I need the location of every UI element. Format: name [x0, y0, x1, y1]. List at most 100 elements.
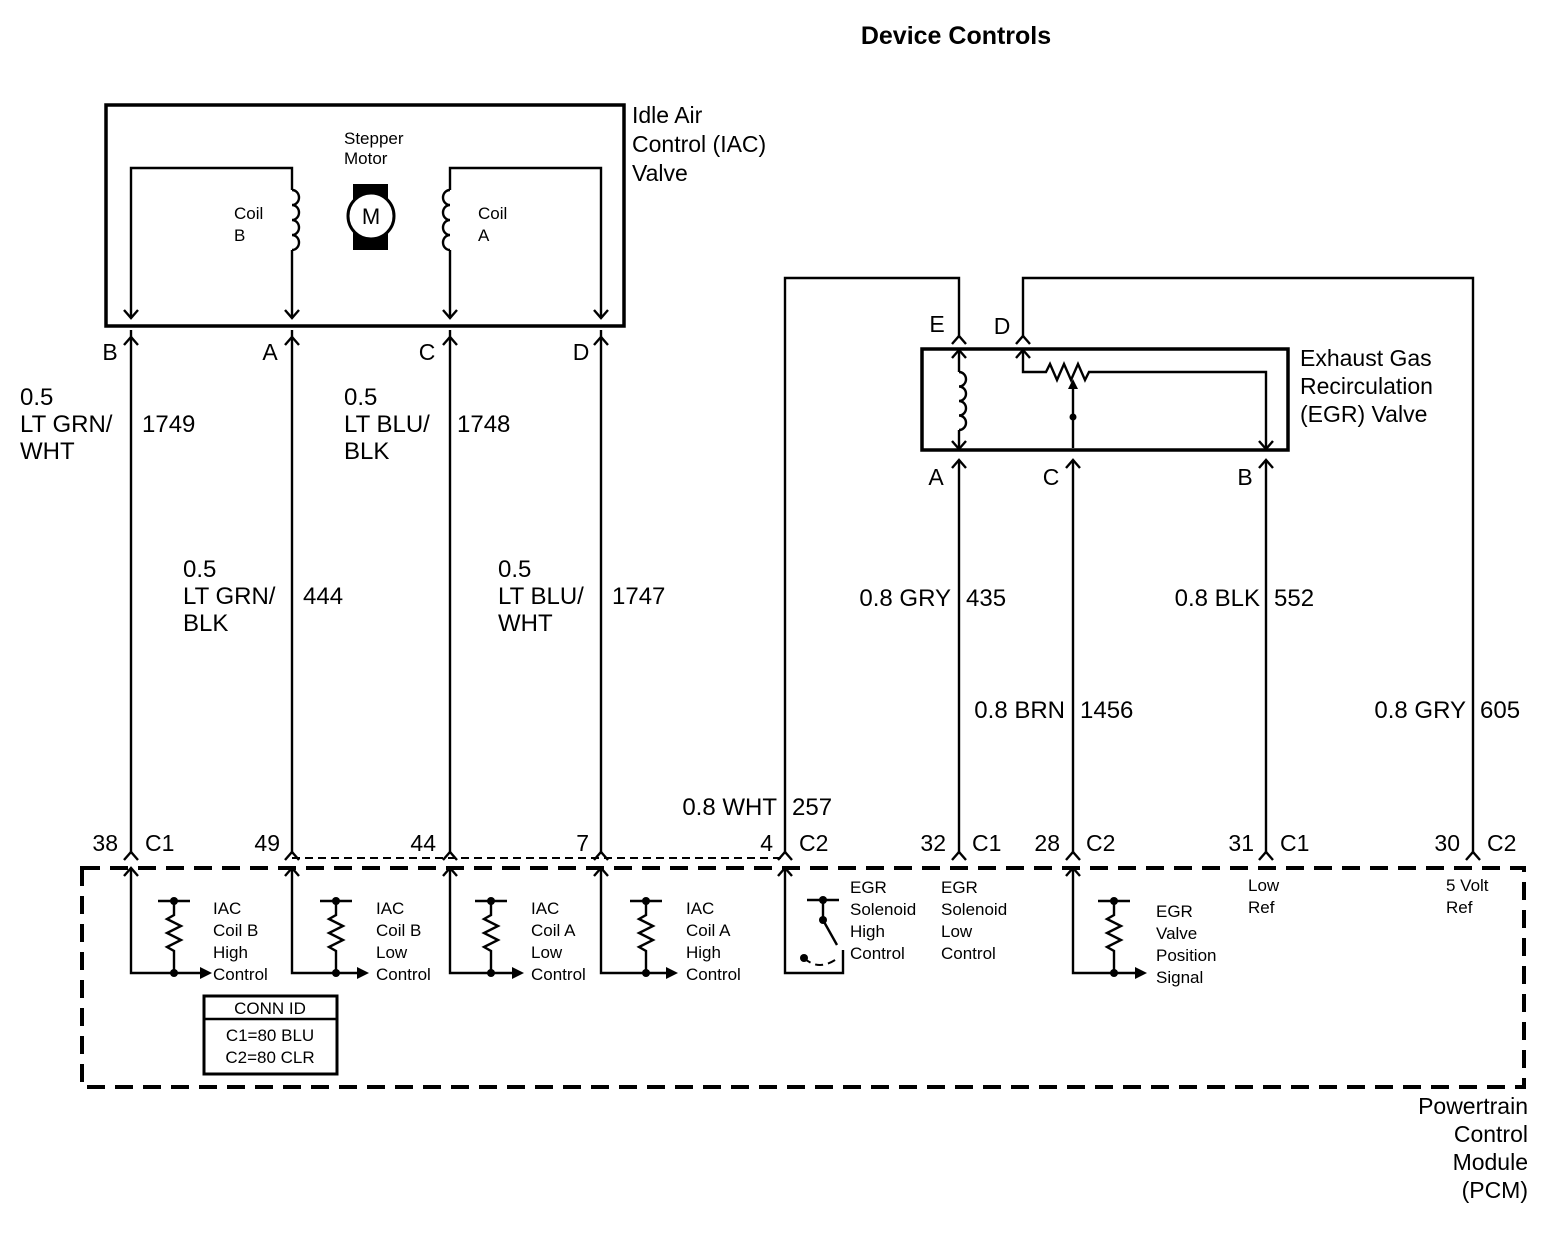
egr-top-arrows: [951, 348, 1031, 359]
conn-id-c1: C1=80 BLU: [226, 1026, 314, 1045]
wire-1749-gauge: 0.5: [20, 384, 53, 411]
wire-1748-color-1: LT BLU/: [344, 411, 430, 438]
wire-1456-color: 0.8 BRN: [974, 697, 1065, 724]
arrow-right-icon: [357, 967, 369, 979]
junction-dot: [1110, 969, 1118, 977]
pcm-conn-32: C1: [972, 830, 1001, 856]
egr-label-line-1: Exhaust Gas: [1300, 345, 1432, 371]
iac-terminal-arrows: [123, 309, 609, 320]
func-3-line-4: Control: [531, 965, 586, 984]
pull-resistor-icon: [129, 868, 200, 975]
iac-wire-labels: 0.5 LT GRN/ WHT 1749 0.5 LT GRN/ BLK 444…: [20, 384, 665, 637]
egr-solenoid-icon: [958, 370, 968, 432]
wire-1749-color-1: LT GRN/: [20, 411, 113, 438]
junction-dot: [819, 896, 827, 904]
arrow-right-icon: [512, 967, 524, 979]
iac-terminal-forks: [123, 335, 609, 346]
iac-label-line-1: Idle Air: [632, 102, 703, 128]
wire-1748-circuit: 1748: [457, 411, 510, 438]
func-7-line-2: Valve: [1156, 924, 1197, 943]
coil-a-icon: [441, 188, 451, 252]
iac-pin-a: A: [262, 339, 278, 365]
egr-bottom-forks: [951, 458, 1274, 469]
pcm-pin-28: 28: [1034, 830, 1060, 856]
coil-b-wiring: [129, 166, 294, 318]
func-3-line-3: Low: [531, 943, 563, 962]
func-7-line-1: EGR: [1156, 902, 1193, 921]
stepper-motor-icon: M: [346, 184, 396, 250]
wire-444-gauge: 0.5: [183, 556, 216, 583]
pull-resistor-icon: [599, 868, 666, 975]
conn-id-c2: C2=80 CLR: [225, 1048, 314, 1067]
pcm-pin-7: 7: [576, 830, 589, 856]
func-5-line-4: Control: [850, 944, 905, 963]
wire-605-color: 0.8 GRY: [1374, 697, 1466, 724]
coil-b-icon: [291, 188, 301, 252]
func-6-line-2: Solenoid: [941, 900, 1007, 919]
egr-pin-d: D: [994, 313, 1011, 339]
func-4-line-2: Coil A: [686, 921, 731, 940]
func-2-line-4: Control: [376, 965, 431, 984]
wire-444-color-1: LT GRN/: [183, 583, 276, 610]
func-2-line-2: Coil B: [376, 921, 421, 940]
func-6-line-3: Low: [941, 922, 973, 941]
junction-dot: [800, 954, 808, 962]
func-4-line-1: IAC: [686, 899, 714, 918]
egr-wire-labels: 0.8 WHT 257 0.8 GRY 435 0.8 BRN 1456 0.8…: [682, 585, 1520, 821]
func-2-line-1: IAC: [376, 899, 404, 918]
wire-257-color: 0.8 WHT: [682, 794, 777, 821]
iac-valve-housing: [104, 103, 626, 328]
egr-top-forks: [951, 334, 1031, 345]
arrow-right-icon: [1135, 967, 1147, 979]
func-4-line-3: High: [686, 943, 721, 962]
conn-id-table: CONN ID C1=80 BLU C2=80 CLR: [202, 994, 339, 1076]
egr-junction-dot: [1069, 413, 1077, 421]
motor-symbol: M: [362, 204, 380, 229]
func-3-line-1: IAC: [531, 899, 559, 918]
pull-resistor-icon: [1071, 868, 1135, 975]
iac-pin-d: D: [573, 339, 590, 365]
pcm-housing: [80, 866, 1526, 1089]
iac-pin-b: B: [102, 339, 117, 365]
junction-dot: [642, 969, 650, 977]
wire-1747-circuit: 1747: [612, 583, 665, 610]
iac-label-line-3: Valve: [632, 160, 688, 186]
wire-552-color: 0.8 BLK: [1175, 585, 1260, 612]
func-1-line-3: High: [213, 943, 248, 962]
pcm-label-4: (PCM): [1462, 1177, 1528, 1203]
pcm-label-1: Powertrain: [1418, 1093, 1528, 1119]
func-7-line-4: Signal: [1156, 968, 1203, 987]
wire-1748-gauge: 0.5: [344, 384, 377, 411]
conn-id-header: CONN ID: [234, 999, 306, 1018]
func-1-line-1: IAC: [213, 899, 241, 918]
wire-444-color-2: BLK: [183, 610, 228, 637]
harness-wires: [129, 276, 1475, 852]
junction-dot: [170, 969, 178, 977]
wire-257-circuit: 257: [792, 794, 832, 821]
egr-valve: Exhaust Gas Recirculation (EGR) Valve E …: [920, 311, 1433, 490]
wire-1747-color-2: WHT: [498, 610, 553, 637]
iac-label-line-2: Control (IAC): [632, 131, 766, 157]
arrow-right-icon: [666, 967, 678, 979]
pcm-conn-31: C1: [1280, 830, 1309, 856]
pull-resistor-icon: [448, 868, 512, 975]
func-5-line-3: High: [850, 922, 885, 941]
wire-444-circuit: 444: [303, 583, 343, 610]
func-5-line-2: Solenoid: [850, 900, 916, 919]
pcm-terminal-forks: [123, 850, 1481, 861]
junction-dot: [487, 969, 495, 977]
pcm-label-2: Control: [1454, 1121, 1528, 1147]
junction-dot: [332, 969, 340, 977]
diagram-title: Device Controls: [861, 22, 1051, 50]
func-1-line-4: Control: [213, 965, 268, 984]
func-1-line-2: Coil B: [213, 921, 258, 940]
func-9-line-1: 5 Volt: [1446, 876, 1489, 895]
func-7-line-3: Position: [1156, 946, 1216, 965]
func-5-line-1: EGR: [850, 878, 887, 897]
wire-1747-color-1: LT BLU/: [498, 583, 584, 610]
wire-1747-gauge: 0.5: [498, 556, 531, 583]
junction-dot: [1110, 897, 1118, 905]
iac-pin-c: C: [419, 339, 436, 365]
junction-dot: [487, 897, 495, 905]
